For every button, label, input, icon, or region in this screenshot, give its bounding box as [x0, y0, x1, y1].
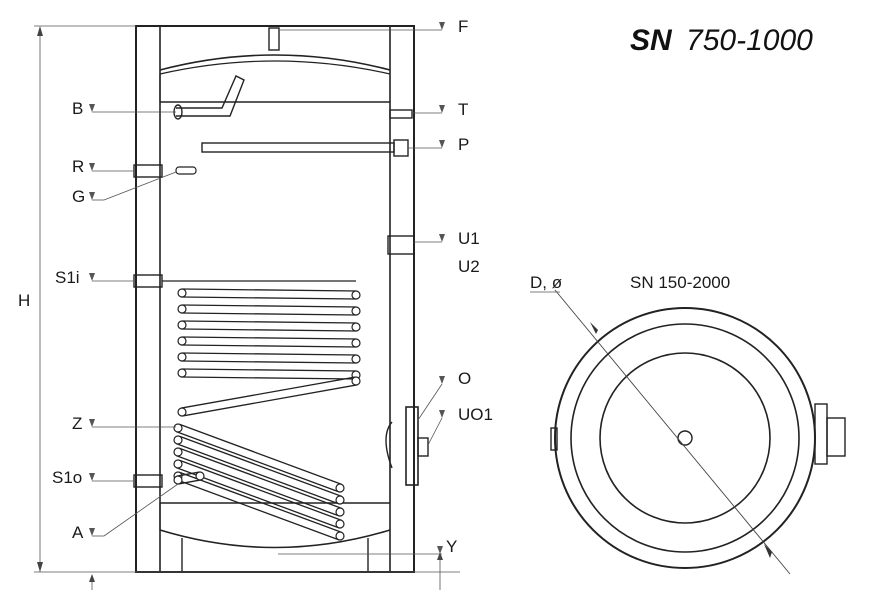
lower-coil — [173, 423, 345, 541]
coil-bend — [335, 495, 345, 505]
label-S1o: S1o — [52, 468, 82, 487]
lower-coil-inlet — [177, 471, 201, 485]
outer-ring — [554, 307, 816, 569]
title-rest: 750-1000 — [686, 24, 813, 57]
coil-bend — [335, 519, 345, 529]
top-view-diameter-label: D, ø — [530, 273, 562, 292]
coil-bend — [335, 483, 345, 493]
upper-coil-turn — [181, 336, 357, 348]
title-bold: SN — [630, 24, 673, 57]
coil-bend — [173, 459, 183, 469]
label-arrows — [89, 22, 445, 554]
upper-coil-turn — [181, 304, 357, 316]
center-hole — [677, 430, 693, 446]
coil-bend — [351, 338, 361, 348]
lower-coil-turn — [176, 471, 342, 541]
label-Z: Z — [72, 414, 82, 433]
upper-coil-turn — [181, 288, 357, 300]
coil-bend — [351, 354, 361, 364]
diagram-title: SN 750-1000 — [630, 24, 813, 57]
coil-bend — [351, 322, 361, 332]
bottom-dome — [159, 529, 391, 549]
coil-bend — [195, 471, 205, 481]
label-H: H — [18, 291, 30, 310]
label-G: G — [72, 187, 85, 206]
anode-rod — [201, 142, 395, 153]
middle-ring — [570, 323, 800, 553]
lower-coil-turn — [176, 423, 342, 493]
coil-bend — [177, 336, 187, 346]
coil-bend — [351, 290, 361, 300]
coil-bend — [177, 368, 187, 378]
upper-coil-turn — [181, 368, 357, 380]
label-U2: U2 — [458, 257, 480, 276]
upper-coil-return — [181, 376, 357, 417]
label-O: O — [458, 369, 471, 388]
label-B: B — [72, 99, 83, 118]
inner-ring — [599, 352, 771, 524]
coil-bend — [177, 352, 187, 362]
label-S1i: S1i — [55, 268, 80, 287]
diameter-line — [554, 289, 791, 575]
coil-bend — [177, 320, 187, 330]
lower-coil-turn — [176, 447, 342, 517]
upper-coil-turn — [181, 320, 357, 332]
lower-coil-turn — [176, 435, 342, 505]
label-Y: Y — [446, 537, 457, 556]
height-dimension — [34, 25, 460, 590]
upper-coil-turn — [181, 352, 357, 364]
label-A: A — [72, 523, 84, 542]
top-view-range-label: SN 150-2000 — [630, 273, 730, 292]
label-R: R — [72, 157, 84, 176]
coil-bend — [351, 376, 361, 386]
label-T: T — [458, 100, 468, 119]
label-F: F — [458, 17, 468, 36]
leader-lines — [92, 29, 443, 555]
coil-bend — [173, 423, 183, 433]
label-UO1: UO1 — [458, 405, 493, 424]
upper-coil — [177, 288, 361, 417]
coil-bend — [351, 306, 361, 316]
lower-coil-turn — [176, 459, 342, 529]
coil-bend — [173, 447, 183, 457]
label-U1: U1 — [458, 229, 480, 248]
tank-top-view — [530, 289, 846, 575]
coil-bend — [335, 531, 345, 541]
tank-side-view — [133, 25, 429, 573]
coil-bend — [173, 475, 183, 485]
coil-bend — [177, 407, 187, 417]
coil-bend — [177, 304, 187, 314]
coil-bend — [173, 435, 183, 445]
coil-bend — [177, 288, 187, 298]
top-dome — [159, 54, 391, 71]
flange — [405, 406, 419, 486]
coil-bend — [335, 507, 345, 517]
label-P: P — [458, 135, 469, 154]
